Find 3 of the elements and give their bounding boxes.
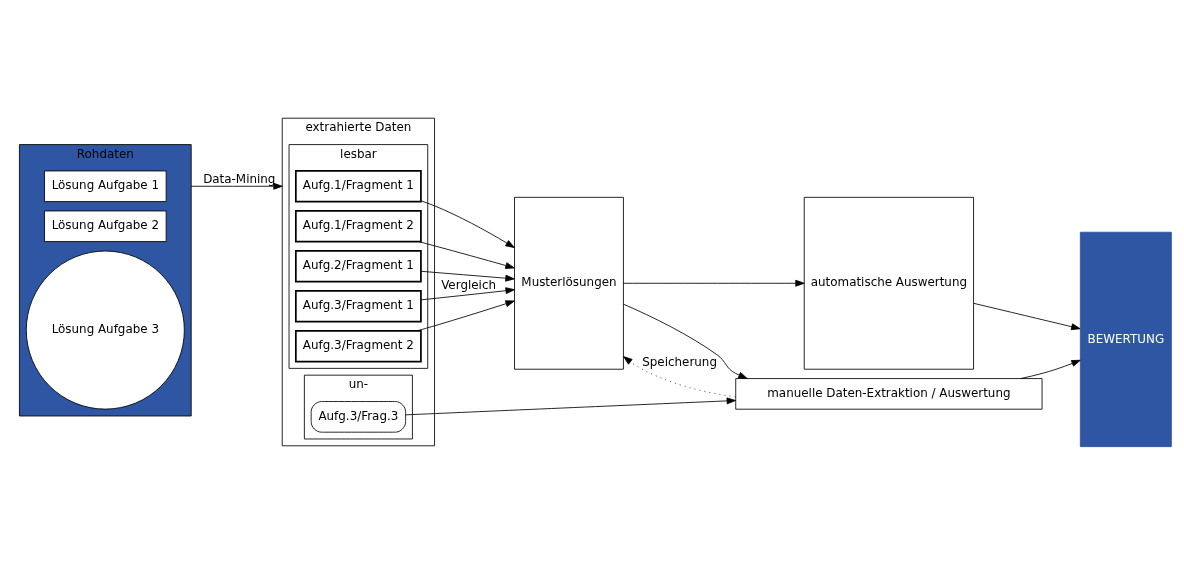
edge-label: Speicherung <box>642 354 717 369</box>
edge-label: Vergleich <box>441 277 496 292</box>
edge-label: Data-Mining <box>203 171 276 186</box>
